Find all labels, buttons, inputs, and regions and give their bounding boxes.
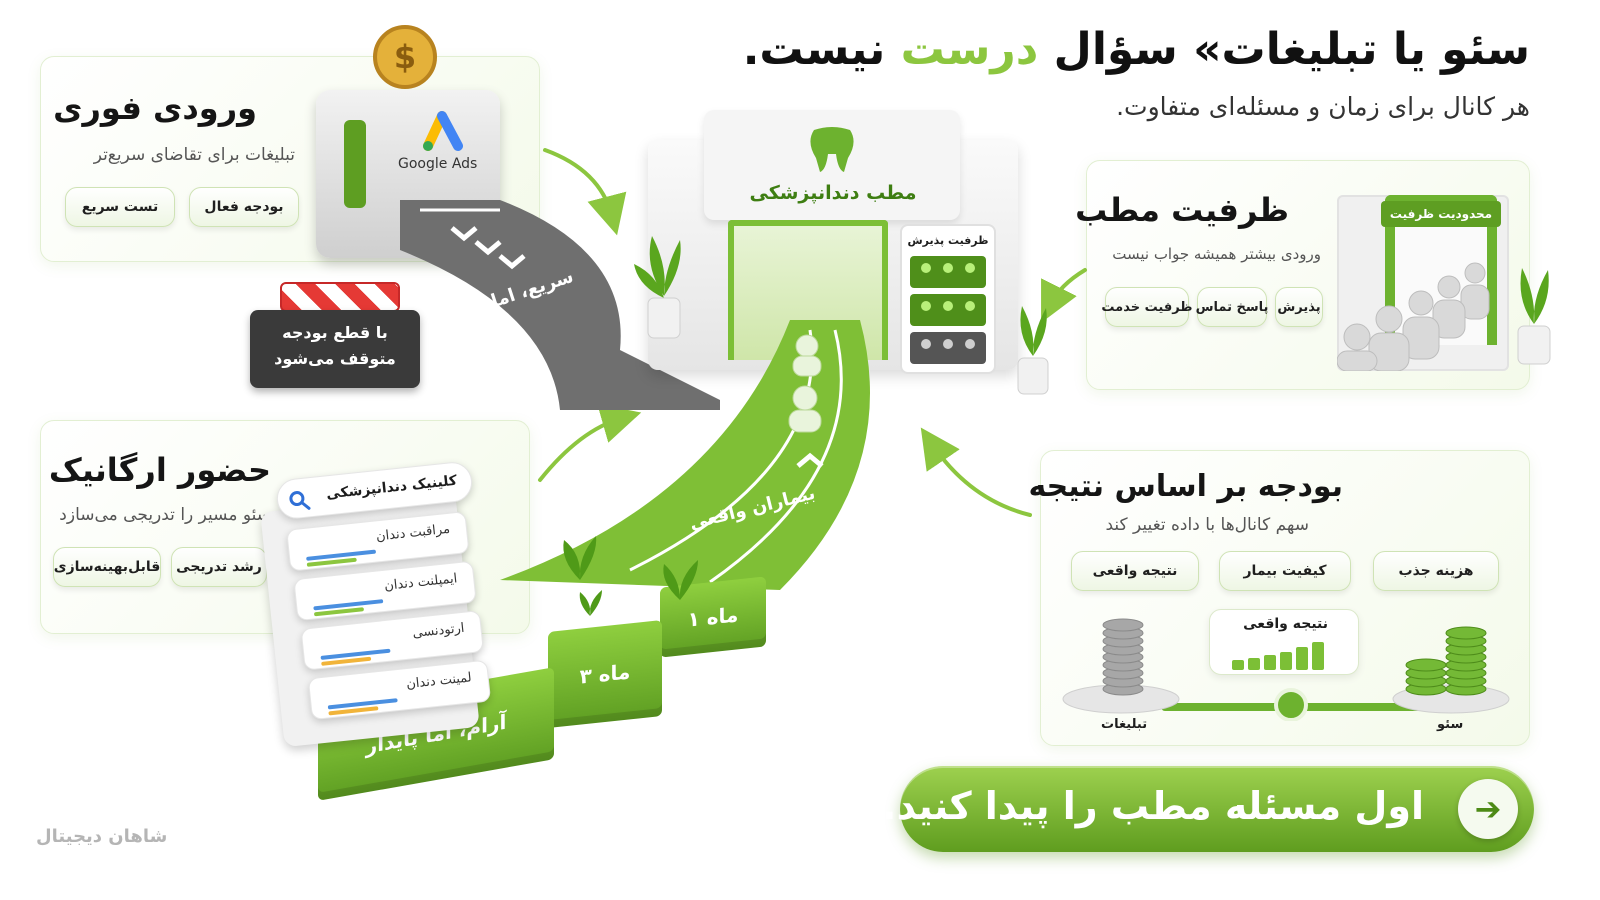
- title-part-2: نیست.: [742, 24, 901, 75]
- plant-far-right-icon: [1517, 268, 1551, 365]
- card-budget-by-result: بودجه بر اساس نتیجه سهم کانال‌ها با داده…: [1028, 450, 1530, 746]
- card-clinic-capacity: ظرفیت مطب ورودی بیشتر همیشه جواب نیست پذ…: [1075, 160, 1530, 390]
- google-ads-machine: Google Ads: [316, 90, 500, 258]
- pill-optimizable: قابل‌بهینه‌سازی: [53, 547, 161, 587]
- arrow-organic-icon: [538, 404, 642, 482]
- scale-label-seo: سئو: [1437, 717, 1464, 732]
- search-result-label: ارتودنسی: [411, 620, 466, 642]
- organic-road: [500, 320, 870, 590]
- pill-gradual-growth: رشد تدریجی: [171, 547, 267, 587]
- result-box-label: نتیجه واقعی: [1243, 616, 1328, 632]
- reception-capacity-label: ظرفیت پذیرش: [907, 234, 989, 247]
- card-budget-title: بودجه بر اساس نتیجه: [1028, 469, 1343, 504]
- card-organic-title: حضور ارگانیک: [48, 451, 271, 489]
- capacity-door-illustration: محدودیت ظرفیت: [1337, 171, 1509, 371]
- pill-call-response: پاسخ تماس: [1196, 287, 1268, 327]
- people-queue-icon: [1337, 262, 1490, 371]
- reception-seats-icon: [910, 256, 986, 364]
- barrier-sign: با قطع بودجه متوقف می‌شود: [250, 310, 420, 388]
- gray-coin-stack-icon: [1102, 618, 1144, 696]
- arrow-capacity-icon: [1041, 268, 1087, 323]
- pill-reception: پذیرش: [1275, 287, 1323, 327]
- green-coin-stack-icon: [1405, 626, 1487, 696]
- clinic-sign: مطب دندانپزشکی: [749, 182, 917, 204]
- barrier-icon: [280, 282, 400, 312]
- dollar-coin-icon: $: [373, 25, 437, 89]
- arrow-right-icon[interactable]: ➔: [1458, 779, 1518, 839]
- budget-balance-scale: [1062, 618, 1510, 721]
- page-subtitle: هر کانال برای زمان و مسئله‌ای متفاوت.: [1116, 92, 1530, 121]
- card-organic-subtitle: سئو مسیر را تدریجی می‌سازد: [59, 505, 271, 525]
- scale-label-ads: تبلیغات: [1101, 717, 1148, 732]
- pill-real-result: نتیجه واقعی: [1071, 551, 1199, 591]
- card-budget-subtitle: سهم کانال‌ها با داده تغییر کند: [1105, 515, 1310, 535]
- pill-service-capacity: ظرفیت خدمت: [1101, 287, 1193, 327]
- search-result-label: ایمپلنت دندان: [383, 571, 458, 594]
- dental-clinic-building: مطب دندانپزشکی ظرفیت پذیرش: [648, 110, 1018, 374]
- pill-patient-quality: کیفیت بیمار: [1219, 551, 1351, 591]
- month-3-block: ماه ۳: [548, 620, 662, 728]
- svg-text:$: $: [394, 38, 416, 76]
- bar-growth-icon: [1232, 642, 1324, 670]
- arrow-budget-icon: [920, 427, 1032, 517]
- arrow-instant-icon: [543, 148, 627, 236]
- search-result-label: مراقبت دندان: [375, 521, 451, 545]
- card-instant-subtitle: تبلیغات برای تقاضای سریع‌تر: [93, 145, 295, 165]
- google-ads-logo-icon: [423, 111, 463, 151]
- card-capacity-title: ظرفیت مطب: [1075, 191, 1289, 229]
- plant-left-icon: [634, 236, 681, 339]
- result-box: نتیجه واقعی: [1209, 609, 1359, 675]
- page-title: سئو یا تبلیغات» سؤال درست نیست.: [670, 18, 1530, 82]
- search-icon: [289, 491, 311, 510]
- pill-acquisition-cost: هزینه جذب: [1373, 551, 1499, 591]
- search-query: کلینیک دندانپزشکی: [325, 472, 458, 503]
- title-accent: درست: [900, 24, 1039, 75]
- pill-active-budget: بودجه فعال: [189, 187, 299, 227]
- google-ads-label: Google Ads: [398, 156, 478, 172]
- brand-watermark: شاهان دیجیتال: [36, 826, 168, 847]
- plant-right-icon: [1017, 306, 1049, 395]
- barrier-sign-text: با قطع بودجه متوقف می‌شود: [274, 323, 396, 368]
- cta-label: اول مسئله مطب را پیدا کنید.: [882, 784, 1424, 828]
- card-capacity-subtitle: ورودی بیشتر همیشه جواب نیست: [1112, 245, 1321, 263]
- reception-panel: ظرفیت پذیرش: [900, 224, 996, 374]
- tooth-icon: [810, 127, 854, 172]
- search-bar: کلینیک دندانپزشکی: [274, 460, 475, 521]
- capacity-limit-sign: محدودیت ظرفیت: [1381, 201, 1501, 227]
- cta-button[interactable]: اول مسئله مطب را پیدا کنید. ➔: [882, 766, 1534, 852]
- card-instant-title: ورودی فوری: [53, 89, 257, 127]
- pill-fast-test: تست سریع: [65, 187, 175, 227]
- fast-road: [400, 200, 720, 410]
- sprouts-icon: [563, 536, 698, 616]
- title-part-1: سئو یا تبلیغات» سؤال: [1038, 24, 1530, 75]
- search-results-stack: کلینیک دندانپزشکی مراقبت دندان ایمپلنت د…: [260, 460, 497, 748]
- search-result-label: لمینت دندان: [405, 670, 473, 693]
